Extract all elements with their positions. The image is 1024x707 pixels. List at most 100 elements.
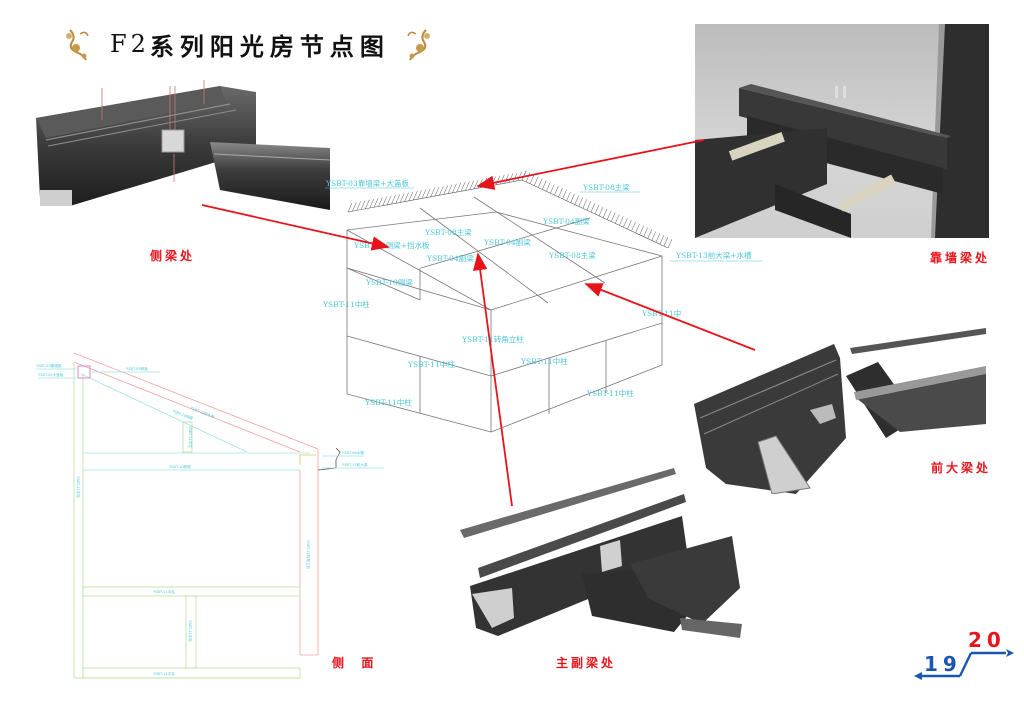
hatch-mark bbox=[508, 173, 514, 183]
label-mid-post-c: YSBT-11中柱 bbox=[586, 388, 634, 398]
hatch-mark bbox=[469, 180, 475, 190]
hatch-mark bbox=[443, 185, 448, 195]
caption-side-elevation: 侧 面 bbox=[332, 656, 377, 670]
hatch-mark bbox=[542, 180, 547, 190]
hatch-mark bbox=[391, 194, 396, 205]
arrow-front-beam bbox=[584, 283, 756, 351]
arrow-main-sub-beam bbox=[473, 252, 513, 507]
hatch-mark bbox=[486, 177, 492, 187]
hatch-mark bbox=[651, 231, 657, 241]
caption-wall-beam: 靠墙梁处 bbox=[930, 251, 991, 265]
hatch-mark bbox=[447, 184, 453, 194]
hatch-mark bbox=[582, 199, 588, 209]
elev-label-wall-beam: YSBT-03靠墙梁 bbox=[36, 363, 62, 368]
hatch-mark bbox=[610, 212, 616, 222]
hatch-mark bbox=[619, 216, 624, 226]
elev-label-front-beam: YSBT-13前大梁 bbox=[342, 462, 368, 467]
hatch-mark bbox=[578, 197, 584, 207]
hatch-mark bbox=[452, 183, 457, 193]
elev-label-cross-beam: YSBT-10侧梁 bbox=[169, 464, 191, 469]
hatch-mark bbox=[667, 238, 673, 249]
label-mid-post-left: YSBT-11中柱 bbox=[322, 299, 370, 309]
hatch-mark bbox=[615, 214, 620, 224]
hatch-mark bbox=[417, 190, 422, 200]
hatch-mark bbox=[500, 174, 505, 185]
hatch-mark bbox=[627, 220, 632, 230]
hatch-mark bbox=[598, 206, 604, 216]
elev-label-gutter: YSBT-06水槽 bbox=[342, 450, 364, 455]
hatch-mark bbox=[460, 182, 466, 192]
hatch-mark bbox=[408, 191, 414, 201]
hatch-mark bbox=[533, 176, 539, 186]
hatch-mark bbox=[395, 194, 401, 204]
hatch-mark bbox=[546, 182, 551, 192]
hatch-mark bbox=[517, 171, 522, 181]
elev-label-right-post: YSBT-11转角立柱 bbox=[306, 540, 311, 569]
title-prefix: F2 bbox=[110, 30, 150, 58]
hatch-mark bbox=[495, 175, 501, 185]
page-number-previous[interactable]: 19 bbox=[924, 652, 962, 676]
page-number-next[interactable]: 20 bbox=[968, 628, 1006, 652]
hatch-mark bbox=[430, 187, 435, 197]
hatch-mark bbox=[602, 208, 608, 218]
side-elevation-drawing bbox=[36, 352, 384, 679]
elev-label-short-post: YSBT-11中柱 bbox=[188, 426, 193, 448]
hatch-mark bbox=[586, 201, 592, 211]
hatch-mark bbox=[566, 191, 571, 201]
hatch-mark bbox=[369, 198, 374, 209]
hatch-mark bbox=[639, 225, 644, 235]
side-beam-render bbox=[30, 80, 330, 215]
label-main-beam-front: YSBT-08主梁 bbox=[548, 250, 596, 260]
hatch-mark bbox=[365, 199, 370, 209]
hatch-mark bbox=[382, 196, 388, 206]
label-main-beam-top: YSBT-08主梁 bbox=[582, 182, 630, 192]
arrow-side-beam bbox=[201, 204, 390, 251]
hatch-mark bbox=[378, 197, 383, 207]
page-navigator bbox=[914, 649, 1014, 680]
hatch-mark bbox=[352, 202, 357, 212]
caption-side-beam: 侧梁处 bbox=[150, 249, 196, 263]
elev-label-bottom-rail: YSBT-11中柱 bbox=[153, 671, 175, 676]
label-wall-beam-cover: YSBT-03靠墙梁+大盖板 bbox=[325, 178, 409, 188]
floral-ornament-icon bbox=[66, 29, 89, 61]
hatch-mark bbox=[562, 189, 567, 199]
elev-label-left-post: YSBT-11中柱 bbox=[76, 476, 81, 498]
hatch-mark bbox=[647, 229, 652, 239]
main-sub-beam-render bbox=[452, 468, 752, 644]
label-main-beam-mid: YSBT-08主梁 bbox=[424, 227, 472, 237]
hatch-mark bbox=[631, 221, 636, 232]
elev-label-side-plate: YSBT-05侧板 bbox=[126, 366, 148, 371]
hatch-mark bbox=[404, 192, 409, 202]
label-mid-post-a: YSBT-11中柱 bbox=[407, 359, 455, 369]
label-sub-beam-a: YSBT-04副梁 bbox=[542, 217, 590, 226]
page-title: F2 系列阳光房节点图 bbox=[62, 22, 434, 66]
label-sub-beam-b: YSBT-04副梁 bbox=[483, 238, 531, 247]
hatch-mark bbox=[504, 174, 509, 184]
hatch-mark bbox=[473, 179, 479, 189]
hatch-mark bbox=[386, 195, 392, 205]
elev-label-mid-rail: YSBT-11中柱 bbox=[153, 589, 175, 594]
hatch-mark bbox=[655, 233, 661, 243]
hatch-mark bbox=[623, 218, 628, 228]
leader-lines bbox=[325, 187, 762, 262]
hatch-mark bbox=[465, 181, 470, 191]
hatch-mark bbox=[456, 182, 461, 193]
caption-front-beam: 前大梁处 bbox=[931, 461, 992, 475]
hatch-mark bbox=[513, 172, 518, 182]
arrow-wall-beam bbox=[476, 139, 705, 190]
label-sub-beam-c: YSBT-04副梁 bbox=[426, 254, 474, 263]
hatch-mark bbox=[659, 235, 665, 245]
hatch-mark bbox=[399, 193, 405, 203]
hatch-mark bbox=[594, 204, 600, 215]
label-side-beam: YSBT-10侧梁 bbox=[365, 277, 413, 287]
hatch-mark bbox=[521, 170, 527, 181]
hatch-mark bbox=[482, 178, 488, 188]
hatch-mark bbox=[529, 174, 535, 184]
label-front-beam-gutter: YSBT-13前大梁+水槽 bbox=[675, 250, 752, 260]
hatch-mark bbox=[421, 189, 427, 199]
front-beam-render bbox=[686, 318, 990, 494]
label-corner-post: YSBT-11转角立柱 bbox=[461, 334, 524, 344]
title-main: 系列阳光房节点图 bbox=[149, 32, 390, 61]
label-mid-post-b: YSBT-11中柱 bbox=[520, 356, 568, 366]
